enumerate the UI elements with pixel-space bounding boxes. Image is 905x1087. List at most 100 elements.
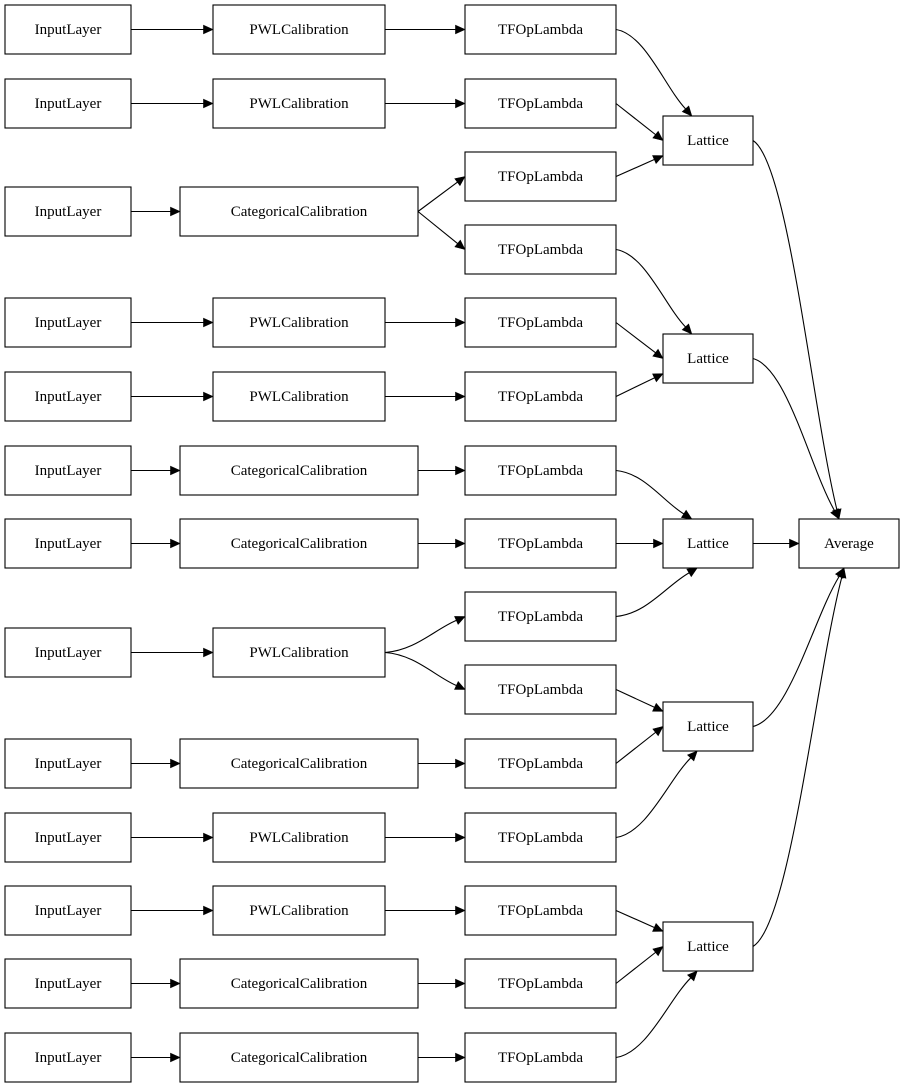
node-pwl-cal8[interactable]: PWLCalibration <box>212 627 386 678</box>
node-box-cal6[interactable] <box>179 445 419 496</box>
node-box-lam2[interactable] <box>464 78 617 129</box>
node-categorical-cal3[interactable]: CategoricalCalibration <box>179 186 419 237</box>
node-box-cal12[interactable] <box>179 958 419 1009</box>
node-box-lam10[interactable] <box>464 664 617 715</box>
node-box-cal7[interactable] <box>179 518 419 569</box>
node-box-lam15[interactable] <box>464 1032 617 1083</box>
node-pwl-cal5[interactable]: PWLCalibration <box>212 371 386 422</box>
node-pwl-cal1[interactable]: PWLCalibration <box>212 4 386 55</box>
node-box-lat3[interactable] <box>662 518 754 569</box>
node-box-avg[interactable] <box>798 518 900 569</box>
node-box-lat5[interactable] <box>662 921 754 972</box>
arrowhead-in8-to-cal8 <box>203 647 214 658</box>
node-box-cal1[interactable] <box>212 4 386 55</box>
node-lambda-lam11[interactable]: TFOpLambda <box>464 738 617 789</box>
node-lambda-lam7[interactable]: TFOpLambda <box>464 445 617 496</box>
node-box-lam8[interactable] <box>464 518 617 569</box>
node-box-in11[interactable] <box>4 885 132 936</box>
node-input-in10[interactable]: InputLayer <box>4 812 132 863</box>
edge-lam1-to-lat1 <box>615 28 686 110</box>
node-box-cal2[interactable] <box>212 78 386 129</box>
node-lambda-lam1[interactable]: TFOpLambda <box>464 4 617 55</box>
node-box-lam5[interactable] <box>464 297 617 348</box>
node-pwl-cal10[interactable]: PWLCalibration <box>212 812 386 863</box>
node-lattice-lat4[interactable]: Lattice <box>662 701 754 752</box>
node-box-in9[interactable] <box>4 738 132 789</box>
node-input-in7[interactable]: InputLayer <box>4 518 132 569</box>
node-box-lam12[interactable] <box>464 812 617 863</box>
node-input-in1[interactable]: InputLayer <box>4 4 132 55</box>
node-box-in2[interactable] <box>4 78 132 129</box>
node-categorical-cal12[interactable]: CategoricalCalibration <box>179 958 419 1009</box>
node-lattice-lat3[interactable]: Lattice <box>662 518 754 569</box>
node-input-in5[interactable]: InputLayer <box>4 371 132 422</box>
node-lambda-lam3[interactable]: TFOpLambda <box>464 151 617 202</box>
node-box-lat4[interactable] <box>662 701 754 752</box>
node-lambda-lam10[interactable]: TFOpLambda <box>464 664 617 715</box>
node-box-lat2[interactable] <box>662 333 754 384</box>
node-box-in8[interactable] <box>4 627 132 678</box>
arrowhead-cal2-to-lam2 <box>455 98 466 109</box>
node-box-lat1[interactable] <box>662 115 754 166</box>
node-lattice-lat5[interactable]: Lattice <box>662 921 754 972</box>
node-input-in9[interactable]: InputLayer <box>4 738 132 789</box>
node-lattice-lat2[interactable]: Lattice <box>662 333 754 384</box>
node-box-in3[interactable] <box>4 186 132 237</box>
node-box-in1[interactable] <box>4 4 132 55</box>
node-label-lam5: TFOpLambda <box>498 315 583 331</box>
node-lambda-lam8[interactable]: TFOpLambda <box>464 518 617 569</box>
node-box-cal13[interactable] <box>179 1032 419 1083</box>
node-box-cal11[interactable] <box>212 885 386 936</box>
node-box-lam14[interactable] <box>464 958 617 1009</box>
node-box-in10[interactable] <box>4 812 132 863</box>
node-lambda-lam14[interactable]: TFOpLambda <box>464 958 617 1009</box>
node-box-cal4[interactable] <box>212 297 386 348</box>
node-box-lam3[interactable] <box>464 151 617 202</box>
node-pwl-cal11[interactable]: PWLCalibration <box>212 885 386 936</box>
node-box-cal9[interactable] <box>179 738 419 789</box>
node-box-cal3[interactable] <box>179 186 419 237</box>
node-lambda-lam15[interactable]: TFOpLambda <box>464 1032 617 1083</box>
node-input-in11[interactable]: InputLayer <box>4 885 132 936</box>
node-lambda-lam6[interactable]: TFOpLambda <box>464 371 617 422</box>
node-box-cal5[interactable] <box>212 371 386 422</box>
node-box-in4[interactable] <box>4 297 132 348</box>
node-box-in13[interactable] <box>4 1032 132 1083</box>
node-pwl-cal2[interactable]: PWLCalibration <box>212 78 386 129</box>
node-box-in12[interactable] <box>4 958 132 1009</box>
node-box-lam9[interactable] <box>464 591 617 642</box>
node-box-in5[interactable] <box>4 371 132 422</box>
node-categorical-cal13[interactable]: CategoricalCalibration <box>179 1032 419 1083</box>
node-box-cal10[interactable] <box>212 812 386 863</box>
node-box-lam6[interactable] <box>464 371 617 422</box>
node-box-lam4[interactable] <box>464 224 617 275</box>
node-box-in6[interactable] <box>4 445 132 496</box>
node-box-lam11[interactable] <box>464 738 617 789</box>
node-box-lam7[interactable] <box>464 445 617 496</box>
node-lambda-lam9[interactable]: TFOpLambda <box>464 591 617 642</box>
node-box-cal8[interactable] <box>212 627 386 678</box>
node-lambda-lam4[interactable]: TFOpLambda <box>464 224 617 275</box>
node-input-in8[interactable]: InputLayer <box>4 627 132 678</box>
node-input-in12[interactable]: InputLayer <box>4 958 132 1009</box>
node-categorical-cal9[interactable]: CategoricalCalibration <box>179 738 419 789</box>
node-input-in13[interactable]: InputLayer <box>4 1032 132 1083</box>
node-lambda-lam5[interactable]: TFOpLambda <box>464 297 617 348</box>
node-box-in7[interactable] <box>4 518 132 569</box>
node-average-avg[interactable]: Average <box>798 518 900 569</box>
node-lambda-lam2[interactable]: TFOpLambda <box>464 78 617 129</box>
node-lambda-lam13[interactable]: TFOpLambda <box>464 885 617 936</box>
edge-lam11-to-lat4 <box>615 731 656 764</box>
node-input-in6[interactable]: InputLayer <box>4 445 132 496</box>
node-lambda-lam12[interactable]: TFOpLambda <box>464 812 617 863</box>
node-input-in2[interactable]: InputLayer <box>4 78 132 129</box>
node-box-lam1[interactable] <box>464 4 617 55</box>
node-pwl-cal4[interactable]: PWLCalibration <box>212 297 386 348</box>
node-input-in3[interactable]: InputLayer <box>4 186 132 237</box>
node-categorical-cal6[interactable]: CategoricalCalibration <box>179 445 419 496</box>
node-categorical-cal7[interactable]: CategoricalCalibration <box>179 518 419 569</box>
node-box-lam13[interactable] <box>464 885 617 936</box>
node-input-in4[interactable]: InputLayer <box>4 297 132 348</box>
arrowhead-lam1-to-lat1 <box>681 105 693 117</box>
node-lattice-lat1[interactable]: Lattice <box>662 115 754 166</box>
